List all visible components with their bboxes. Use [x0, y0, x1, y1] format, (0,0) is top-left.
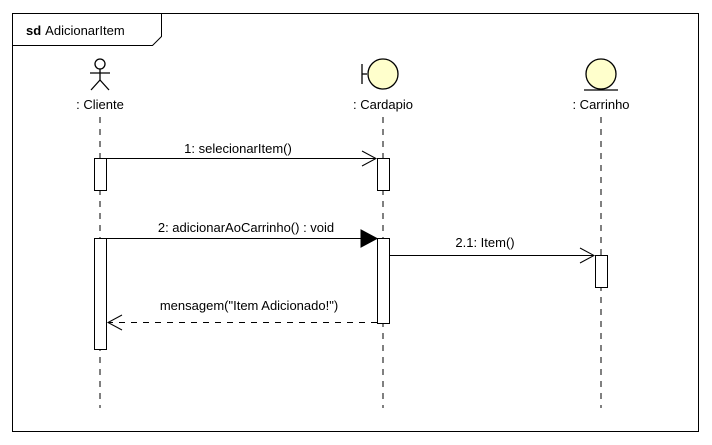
entity-icon	[584, 58, 618, 91]
message-2-1: 2.1: Item()	[390, 235, 596, 264]
boundary-icon	[361, 58, 399, 90]
open-arrowhead-icon	[579, 247, 596, 264]
actor-icon	[90, 58, 110, 91]
message-2: 2: adicionarAoCarrinho() : void	[107, 220, 379, 248]
lifeline-label-carrinho: : Carrinho	[572, 97, 629, 112]
message-label-1: 1: selecionarItem()	[184, 141, 292, 156]
filled-arrowhead-icon	[360, 229, 379, 248]
message-label-2-1: 2.1: Item()	[455, 235, 514, 250]
activation-cliente-2	[94, 238, 107, 350]
lifeline-carrinho: : Carrinho	[572, 58, 630, 408]
message-return: mensagem("Item Adicionado!")	[106, 298, 377, 331]
frame-label: sd AdicionarItem	[26, 23, 125, 38]
activation-cliente-1	[94, 158, 107, 191]
lifeline-cliente: : Cliente	[76, 58, 124, 408]
frame-keyword: sd	[26, 23, 41, 38]
frame-label-tab	[12, 13, 162, 46]
lifeline-label-cardapio: : Cardapio	[353, 97, 413, 112]
diagram-frame	[12, 13, 699, 432]
activation-cardapio-2	[377, 238, 390, 324]
message-label-2: 2: adicionarAoCarrinho() : void	[158, 220, 334, 235]
activation-cardapio-1	[377, 158, 390, 191]
message-label-return: mensagem("Item Adicionado!")	[160, 298, 338, 313]
open-arrowhead-icon	[361, 150, 378, 167]
lifeline-label-cliente: : Cliente	[76, 97, 124, 112]
activation-carrinho-1	[595, 255, 608, 288]
frame-name: AdicionarItem	[45, 23, 124, 38]
message-1: 1: selecionarItem()	[107, 141, 378, 167]
open-arrowhead-icon	[106, 314, 123, 331]
